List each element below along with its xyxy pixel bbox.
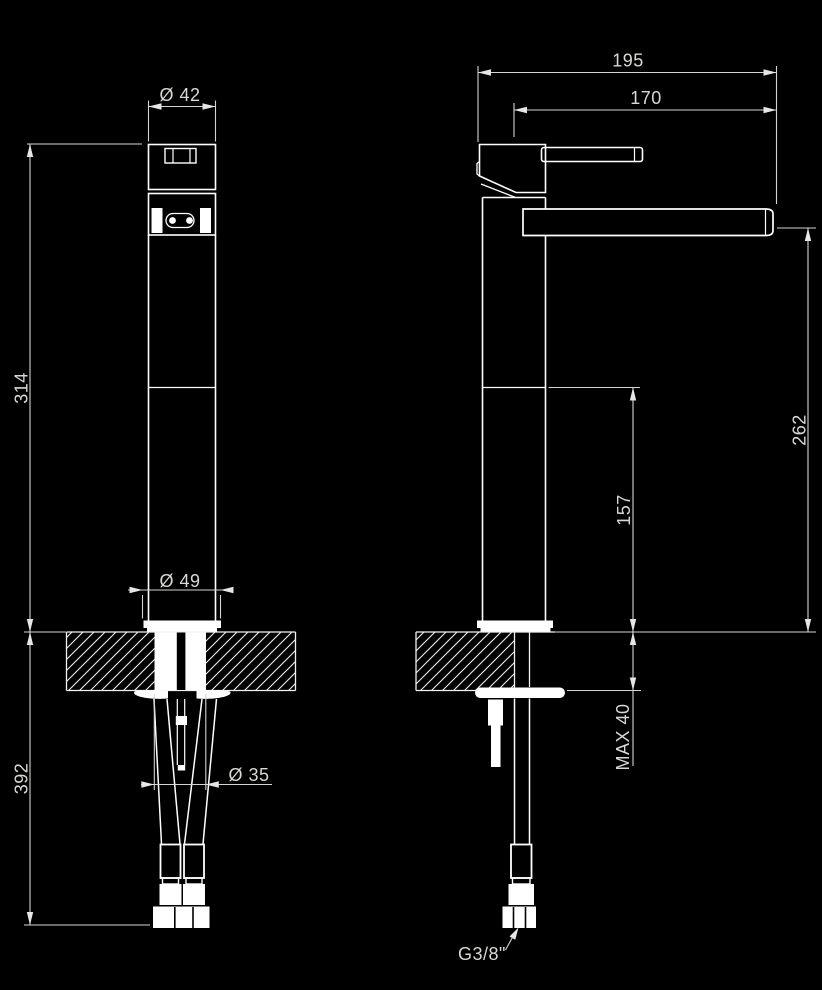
side-lever	[540, 146, 644, 163]
countertop-front-section	[65, 631, 297, 692]
side-undercounter-hardware	[475, 687, 565, 928]
front-wing-washer-right	[196, 690, 231, 699]
front-wing-washer-left	[134, 690, 168, 699]
label-base-diameter: Ø 49	[159, 571, 200, 591]
dim-spout-height	[777, 227, 816, 632]
dim-spout-reach	[513, 103, 777, 137]
label-height-below: 392	[12, 763, 32, 795]
side-view-faucet	[476, 143, 774, 632]
label-height-above: 314	[12, 372, 32, 404]
front-hose-nut	[153, 906, 210, 928]
front-hose-right	[202, 698, 218, 845]
dim-top-diameter	[147, 100, 217, 142]
front-spout-block	[147, 192, 217, 236]
dim-max-thickness	[567, 632, 641, 766]
side-hose-nut	[502, 906, 536, 928]
side-base-flange	[477, 620, 553, 628]
side-wing-washer	[475, 687, 565, 698]
label-top-diameter: Ø 42	[159, 85, 200, 105]
dim-height-above	[24, 143, 142, 633]
front-lever-end	[164, 147, 197, 164]
front-base-flange	[143, 620, 221, 628]
label-max-thickness: MAX 40	[613, 703, 633, 770]
dimension-graphics	[24, 66, 816, 951]
dim-hole-diameter	[141, 694, 272, 790]
dim-base-diameter	[128, 586, 234, 619]
label-spout-reach: 170	[630, 88, 662, 108]
front-aerator	[165, 212, 195, 229]
countertop-side-section	[415, 631, 555, 692]
side-handle-block	[478, 143, 547, 194]
side-spout	[522, 208, 774, 237]
dim-height-below	[24, 632, 150, 926]
dim-hose-connection-leader	[505, 927, 519, 951]
dim-body-height	[548, 386, 640, 632]
front-hose-left	[153, 698, 163, 845]
label-hole-diameter: Ø 35	[228, 765, 269, 785]
dim-overall-depth	[477, 66, 778, 204]
front-view-faucet	[143, 143, 221, 632]
label-body-height: 157	[614, 494, 634, 526]
label-overall-depth: 195	[612, 51, 644, 71]
dimension-labels: Ø 42 314 392 Ø 49 Ø 35 195 170 157 MAX 4…	[12, 51, 810, 965]
label-hose-connection: G3/8"	[458, 944, 506, 964]
front-handle-block	[147, 143, 217, 191]
front-undercounter-hardware	[134, 690, 231, 928]
label-spout-height: 262	[790, 414, 810, 446]
